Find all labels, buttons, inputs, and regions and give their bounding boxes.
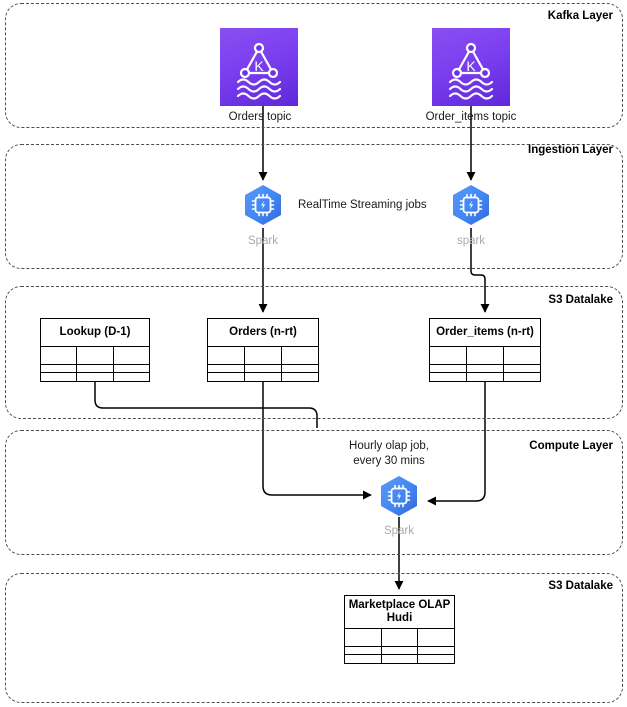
layer-s3-datalake-bottom-label: S3 Datalake	[548, 580, 613, 592]
orders-table-title: Orders (n-rt)	[208, 319, 318, 347]
lookup-table-title: Lookup (D-1)	[41, 319, 149, 347]
table-cell	[504, 365, 540, 372]
order-items-table-title: Order_items (n-rt)	[430, 319, 540, 347]
olap-job-note: Hourly olap job, every 30 mins	[349, 440, 429, 467]
olap-spark-job-icon[interactable]	[378, 475, 420, 517]
table-cell	[114, 373, 149, 381]
table-cell	[430, 365, 467, 372]
kafka-glyph: K	[236, 42, 282, 100]
table-cell	[345, 655, 382, 663]
svg-text:K: K	[254, 58, 264, 74]
table-cell	[77, 347, 114, 364]
streaming-job-order-items-caption: spark	[456, 235, 486, 247]
table-row	[345, 655, 454, 663]
cpu-chip-icon	[387, 484, 411, 508]
table-cell	[41, 373, 78, 381]
order-items-table[interactable]: Order_items (n-rt)	[429, 318, 541, 382]
layer-s3-datalake-bottom	[5, 573, 623, 703]
table-row	[345, 647, 454, 655]
svg-text:K: K	[466, 58, 476, 74]
table-cell	[345, 629, 382, 646]
spark-hexagon-glyph	[453, 185, 489, 225]
marketplace-olap-hudi-table-title: Marketplace OLAP Hudi	[345, 596, 454, 629]
table-cell	[245, 347, 282, 364]
kafka-glyph: K	[448, 42, 494, 100]
table-cell	[208, 347, 245, 364]
spark-hexagon-glyph	[381, 476, 417, 516]
layer-compute	[5, 430, 623, 555]
table-cell	[245, 365, 282, 372]
layer-s3-datalake-top	[5, 286, 623, 419]
streaming-job-order-items-spark-icon[interactable]	[450, 184, 492, 226]
table-row	[208, 365, 318, 373]
orders-topic-kafka-icon[interactable]: K	[220, 28, 298, 106]
table-cell	[382, 655, 419, 663]
cpu-chip-icon	[459, 193, 483, 217]
layer-compute-label: Compute Layer	[529, 440, 613, 452]
table-cell	[467, 365, 504, 372]
table-row	[430, 373, 540, 381]
layer-kafka-label: Kafka Layer	[547, 10, 613, 22]
table-cell	[504, 373, 540, 381]
table-cell	[41, 347, 78, 364]
realtime-streaming-jobs-note: RealTime Streaming jobs	[298, 199, 427, 211]
orders-table[interactable]: Orders (n-rt)	[207, 318, 319, 382]
marketplace-olap-hudi-table[interactable]: Marketplace OLAP Hudi	[344, 595, 455, 664]
table-row	[430, 347, 540, 365]
lookup-table[interactable]: Lookup (D-1)	[40, 318, 150, 382]
table-cell	[41, 365, 78, 372]
layer-s3-datalake-top-label: S3 Datalake	[548, 294, 613, 306]
table-cell	[208, 373, 245, 381]
table-cell	[430, 347, 467, 364]
table-cell	[77, 365, 114, 372]
table-row	[208, 347, 318, 365]
cpu-chip-icon	[251, 193, 275, 217]
table-cell	[77, 373, 114, 381]
table-cell	[467, 347, 504, 364]
table-cell	[245, 373, 282, 381]
table-cell	[418, 655, 454, 663]
table-row	[41, 373, 149, 381]
layer-kafka	[5, 3, 623, 128]
table-cell	[418, 629, 454, 646]
table-cell	[345, 647, 382, 654]
table-row	[430, 365, 540, 373]
order-items-topic-kafka-icon[interactable]: K	[432, 28, 510, 106]
table-cell	[114, 365, 149, 372]
table-cell	[430, 373, 467, 381]
table-cell	[282, 373, 318, 381]
table-cell	[382, 629, 419, 646]
table-cell	[114, 347, 149, 364]
orders-topic-caption: Orders topic	[228, 111, 292, 123]
table-cell	[282, 347, 318, 364]
table-row	[345, 629, 454, 647]
spark-hexagon-glyph	[245, 185, 281, 225]
table-cell	[382, 647, 419, 654]
table-row	[208, 373, 318, 381]
layer-ingestion	[5, 144, 623, 269]
streaming-job-orders-caption: Spark	[247, 235, 279, 247]
layer-ingestion-label: Ingestion Layer	[528, 144, 613, 156]
olap-spark-job-caption: Spark	[383, 525, 415, 537]
table-cell	[208, 365, 245, 372]
table-row	[41, 347, 149, 365]
table-row	[41, 365, 149, 373]
table-cell	[282, 365, 318, 372]
order-items-topic-caption: Order_items topic	[425, 111, 517, 123]
streaming-job-orders-spark-icon[interactable]	[242, 184, 284, 226]
table-cell	[418, 647, 454, 654]
table-cell	[467, 373, 504, 381]
table-cell	[504, 347, 540, 364]
